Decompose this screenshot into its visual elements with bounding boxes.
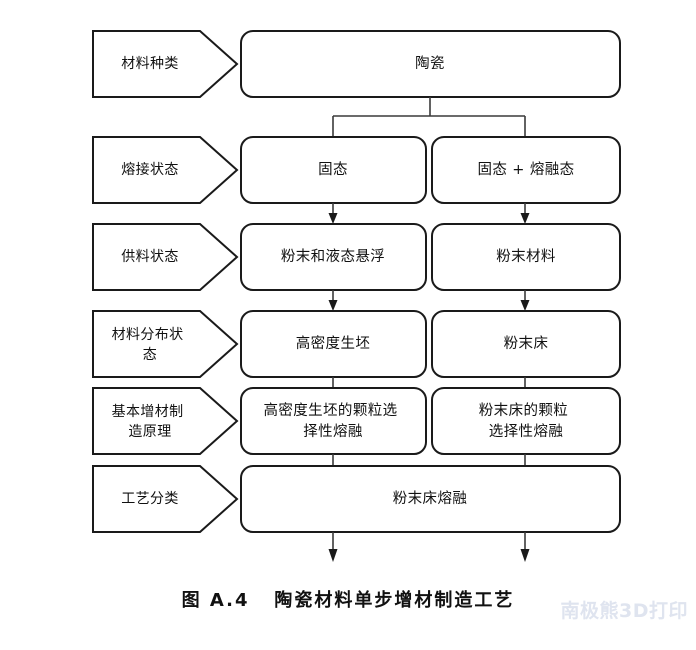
node-text-6-0: 粉末床熔融 — [393, 490, 468, 507]
row-label-shape-5 — [92, 387, 239, 455]
node-box-4-1 — [431, 310, 621, 378]
row-2-group: 熔接状态 固态 固态 + 熔融态 — [92, 136, 621, 204]
row-label-text-3: 供料状态 — [121, 249, 179, 265]
arrowhead-right-3 — [520, 300, 530, 311]
node-text-2-0: 固态 — [318, 161, 348, 178]
arrowhead-left-2 — [328, 213, 338, 224]
row-1-group: 材料种类 陶瓷 — [92, 30, 621, 98]
row-label-shape-4 — [92, 310, 239, 378]
row-5-group: 基本增材制 造原理 高密度生坯的颗粒选 择性熔融 粉末床的颗粒 选择性熔融 — [92, 387, 621, 455]
node-text-4-1: 粉末床 — [504, 335, 549, 352]
row-label-text-2: 熔接状态 — [121, 161, 179, 178]
row-6-group: 工艺分类 粉末床熔融 — [92, 465, 621, 533]
connector-row4-to-row5 — [332, 377, 526, 388]
watermark-text: 南极熊3D打印 — [560, 600, 688, 622]
row-label-text-5: 基本增材制 造原理 — [112, 403, 189, 440]
node-box-5-0 — [240, 387, 427, 455]
row-label-text-6: 工艺分类 — [121, 491, 179, 507]
row-3-group: 供料状态 粉末和液态悬浮 粉末材料 — [92, 223, 621, 291]
node-text-2-1: 固态 + 熔融态 — [477, 161, 574, 178]
row-4-group: 材料分布状 态 高密度生坯 粉末床 — [92, 310, 621, 378]
arrowhead-right-2 — [520, 213, 530, 224]
row-label-shape-3 — [92, 223, 239, 291]
connector-row2-to-row3 — [328, 203, 530, 224]
row-label-shape-1 — [92, 30, 239, 98]
connector-row5-to-row6 — [332, 454, 526, 466]
figure-caption: 图 A.4 陶瓷材料单步增材制造工艺 — [181, 590, 515, 611]
arrowhead-terminal-right — [520, 549, 530, 562]
row-label-text-1: 材料种类 — [121, 56, 179, 72]
node-box-5-1 — [431, 387, 621, 455]
arrowhead-terminal-left — [328, 549, 338, 562]
row-label-shape-2 — [92, 136, 239, 204]
node-text-5-0: 高密度生坯的颗粒选 择性熔融 — [263, 402, 402, 440]
node-box-6-0 — [240, 465, 621, 533]
node-text-5-1: 粉末床的颗粒 选择性熔融 — [479, 402, 573, 440]
splitter-row1-to-row2 — [332, 97, 526, 137]
node-text-3-0: 粉末和液态悬浮 — [281, 248, 385, 265]
terminal-arrows — [328, 532, 530, 562]
connector-row3-to-row4 — [328, 290, 530, 311]
node-text-3-1: 粉末材料 — [496, 248, 556, 265]
node-box-2-1 — [431, 136, 621, 204]
node-text-4-0: 高密度生坯 — [296, 335, 371, 352]
arrowhead-left-3 — [328, 300, 338, 311]
node-box-3-1 — [431, 223, 621, 291]
row-label-text-4: 材料分布状 态 — [112, 327, 189, 363]
node-text-1-0: 陶瓷 — [415, 55, 445, 72]
row-label-shape-6 — [92, 465, 239, 533]
